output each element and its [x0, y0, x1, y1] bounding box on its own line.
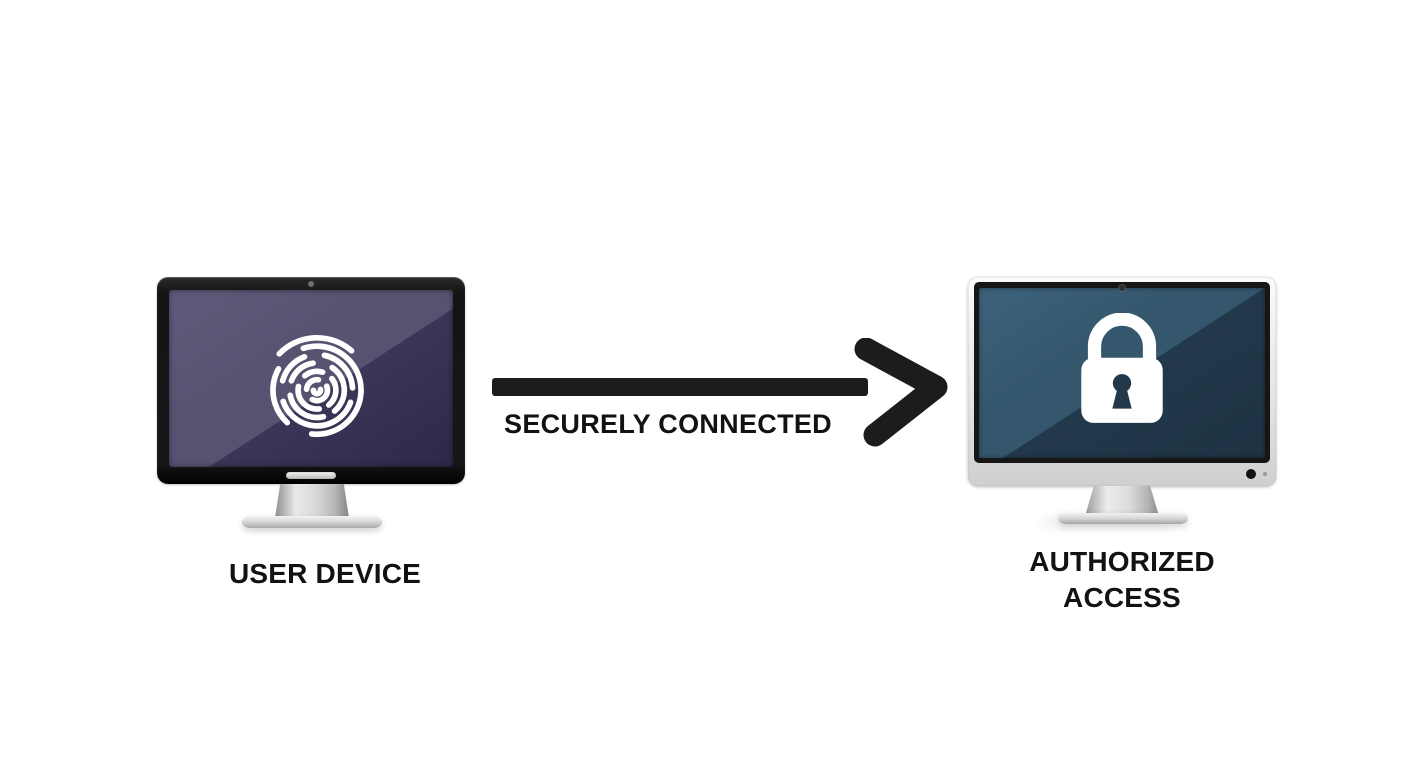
authorized-access-label: AUTHORIZED ACCESS — [972, 544, 1272, 616]
arrow-right-icon — [492, 337, 948, 447]
authorized-access-screen — [979, 288, 1265, 458]
user-device-screen — [169, 290, 453, 467]
monitor-bezel — [974, 282, 1270, 463]
monitor-logo-strip — [286, 472, 336, 479]
user-device-label: USER DEVICE — [228, 558, 422, 589]
monitor-stand-base — [1058, 513, 1188, 524]
monitor-stand-neck — [275, 484, 349, 518]
authorized-access-monitor — [968, 277, 1276, 486]
authorized-access-label-line1: AUTHORIZED — [1029, 546, 1215, 577]
user-device-monitor — [157, 277, 465, 484]
connection-arrow — [488, 337, 950, 448]
monitor-stand-base — [242, 516, 382, 528]
authorized-access-label-line2: ACCESS — [1063, 582, 1181, 613]
webcam-icon — [308, 281, 314, 287]
monitor-stand-neck — [1085, 486, 1159, 516]
connection-label: SECURELY CONNECTED — [504, 409, 832, 439]
power-button-icon — [1246, 469, 1256, 479]
power-led-icon — [1263, 472, 1267, 476]
fingerprint-icon — [261, 334, 373, 445]
lock-icon — [1081, 313, 1163, 423]
webcam-icon — [1119, 285, 1125, 291]
